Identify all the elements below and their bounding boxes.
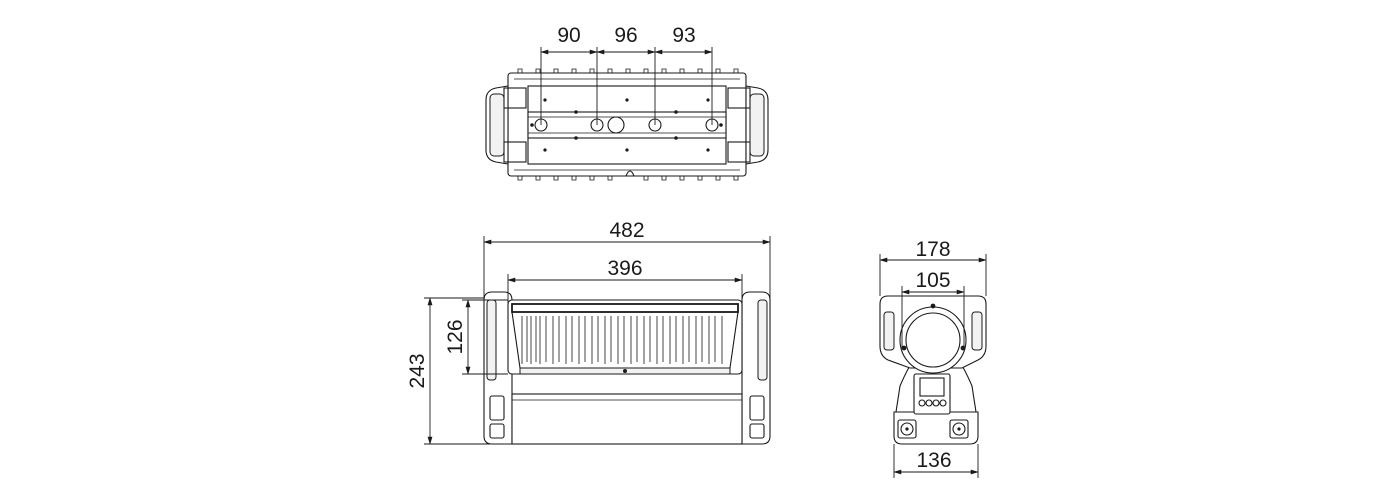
dim-overall-width: 482 xyxy=(609,219,644,242)
dim-lens-span: 105 xyxy=(915,269,950,292)
dim-base-width: 136 xyxy=(916,449,951,472)
dim-overall-depth: 178 xyxy=(915,238,950,261)
dim-lens-width: 396 xyxy=(607,257,642,280)
lens-circle xyxy=(899,306,967,374)
dim-lens-height: 126 xyxy=(444,319,467,354)
mounting-holes xyxy=(530,98,723,152)
lens-segments xyxy=(521,316,723,364)
front-view-dimensions: 482 396 126 243 xyxy=(406,219,771,445)
side-view: 178 105 136 xyxy=(879,238,987,478)
side-connectors xyxy=(897,419,969,439)
top-view: 90 96 93 xyxy=(485,24,769,181)
side-view-dimensions: 178 105 136 xyxy=(879,238,987,478)
dim-spacing-left: 90 xyxy=(557,24,580,47)
dim-spacing-mid: 96 xyxy=(614,24,637,47)
dim-spacing-right: 93 xyxy=(672,24,695,47)
control-panel xyxy=(913,373,951,415)
front-view: 482 396 126 243 xyxy=(406,219,771,445)
top-view-fins xyxy=(517,68,739,181)
dim-overall-height: 243 xyxy=(406,353,429,388)
top-view-dimensions: 90 96 93 xyxy=(540,24,713,125)
